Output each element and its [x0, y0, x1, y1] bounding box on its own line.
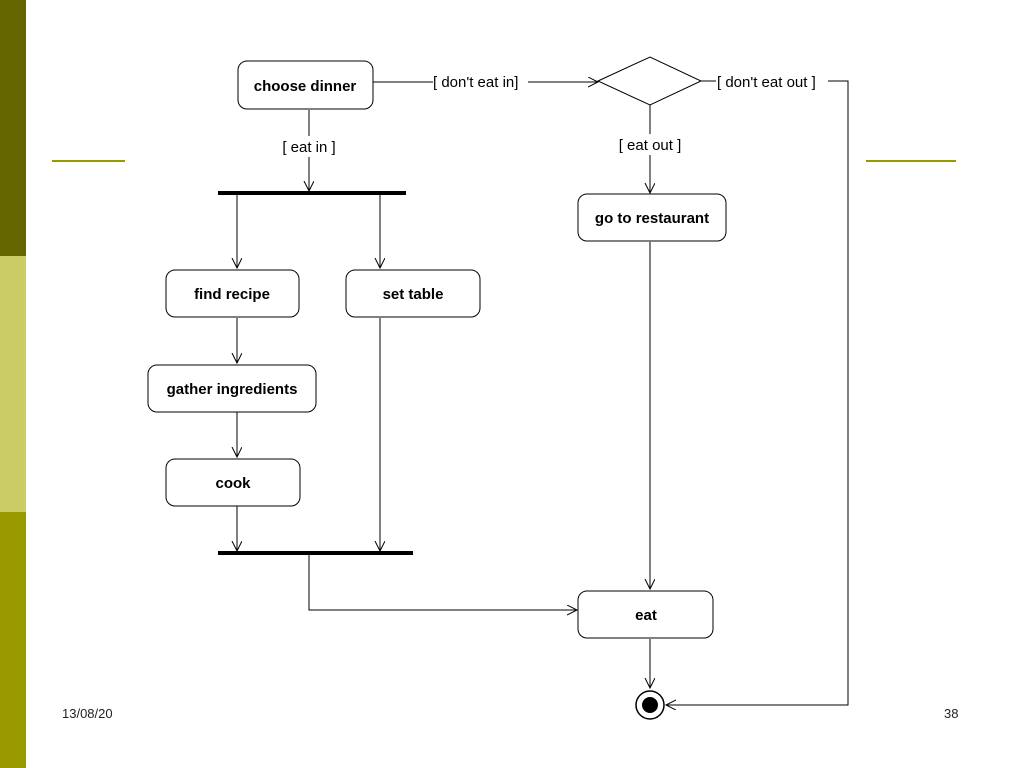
label-eat: eat	[635, 607, 657, 624]
guard-dont-eat-out: [ don't eat out ]	[717, 74, 816, 91]
edge-decision-to-final	[666, 80, 849, 705]
activity-choose-dinner	[237, 60, 374, 110]
title-rule-right	[866, 160, 956, 162]
guard-eat-out: [ eat out ]	[619, 137, 682, 154]
label-choose-dinner: choose dinner	[254, 78, 357, 95]
activity-go-to-restaurant	[577, 193, 727, 242]
label-find-recipe: find recipe	[194, 286, 270, 303]
activity-cook	[165, 458, 301, 507]
activity-set-table	[345, 269, 481, 318]
label-go-to-restaurant: go to restaurant	[595, 210, 709, 227]
activity-eat	[577, 590, 714, 639]
fork-bar	[218, 191, 406, 195]
label-set-table: set table	[383, 286, 444, 303]
page-number: 38	[944, 706, 959, 721]
activity-gather-ingredients	[147, 364, 317, 413]
label-gather-ingredients: gather ingredients	[167, 381, 298, 398]
join-bar	[218, 551, 413, 555]
edge-join-to-eat	[308, 554, 577, 610]
activity-find-recipe	[165, 269, 300, 318]
title-rule-left	[52, 160, 125, 162]
footer-date: 13/08/20	[62, 706, 113, 721]
guard-dont-eat-in: [ don't eat in]	[433, 74, 518, 91]
guard-eat-in: [ eat in ]	[282, 139, 335, 156]
label-cook: cook	[215, 475, 251, 492]
final-node-dot	[642, 697, 658, 713]
decision-node	[596, 56, 703, 106]
sidebar-band-middle	[0, 256, 26, 512]
sidebar-band-top	[0, 0, 26, 256]
sidebar-band-bottom	[0, 512, 26, 768]
